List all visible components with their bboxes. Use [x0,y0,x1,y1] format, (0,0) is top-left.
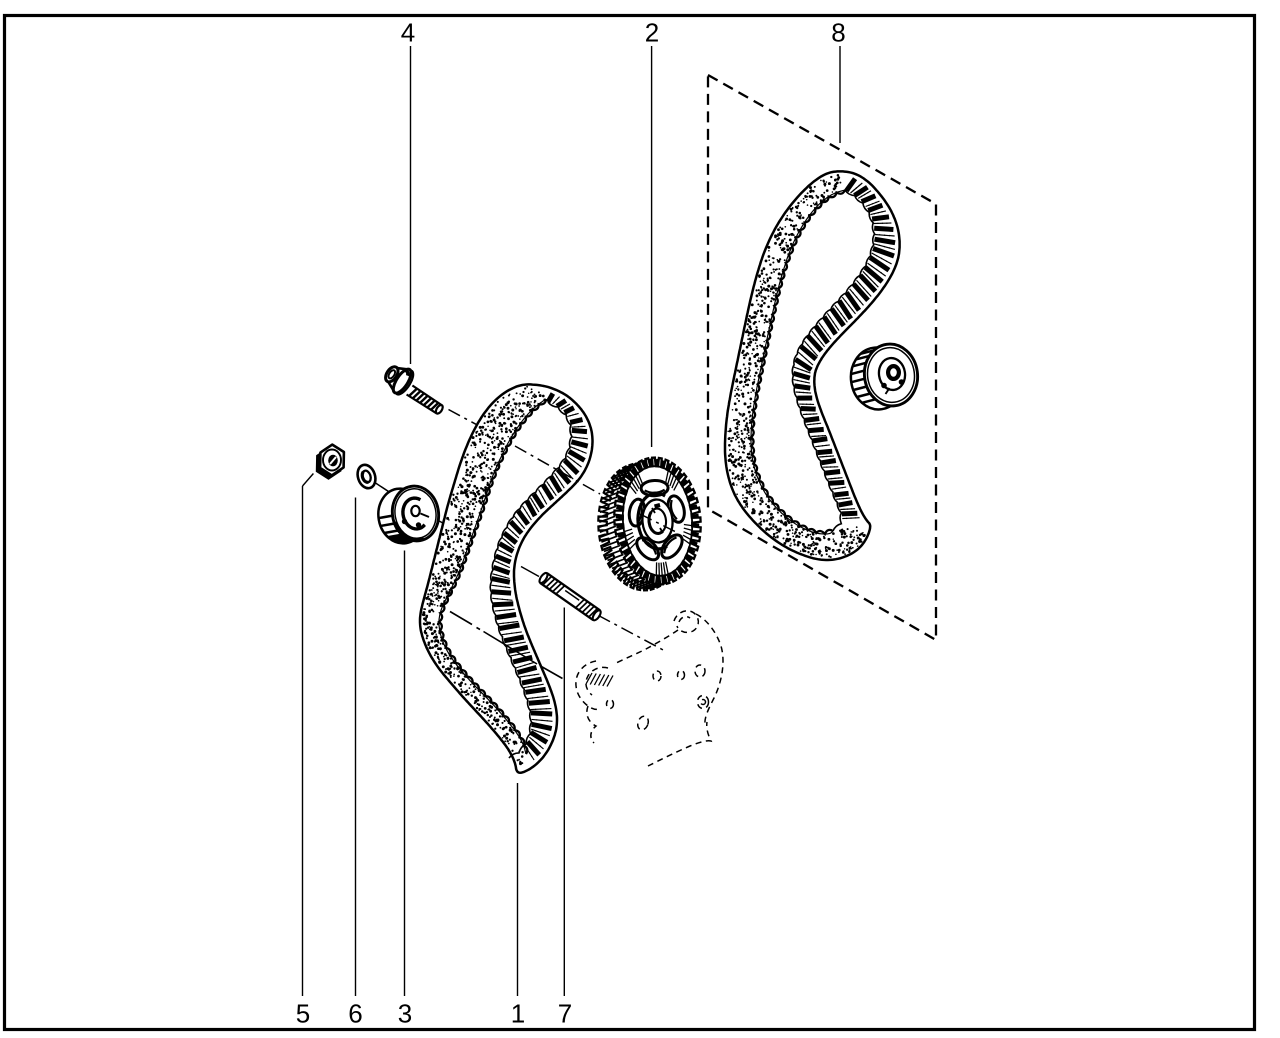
svg-text:8: 8 [831,18,845,48]
svg-text:7: 7 [558,999,572,1029]
svg-text:2: 2 [645,18,659,48]
svg-text:1: 1 [511,999,525,1029]
svg-text:3: 3 [398,999,412,1029]
svg-text:4: 4 [401,18,415,48]
svg-text:6: 6 [348,999,362,1029]
svg-text:5: 5 [296,999,310,1029]
